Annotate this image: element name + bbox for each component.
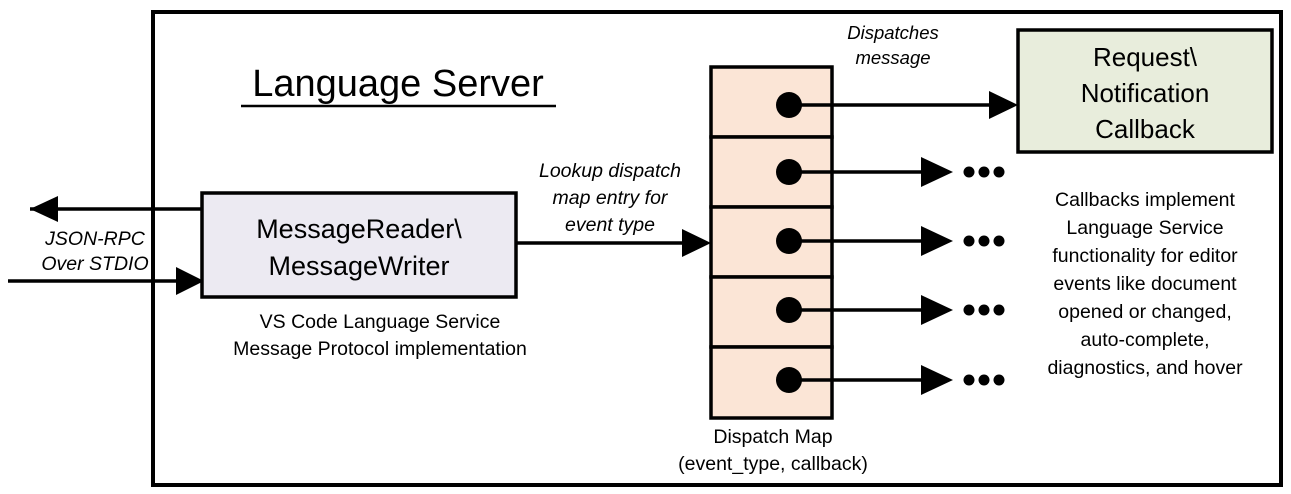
lookup-label-line1: Lookup dispatch <box>539 160 681 182</box>
dispatch-map-table[interactable] <box>709 65 834 420</box>
callback-caption-line-5: opened or changed, <box>1058 301 1231 323</box>
message-box-caption-line1: VS Code Language Service <box>260 311 501 333</box>
callback-caption-line-4: events like document <box>1053 273 1237 295</box>
message-box-label-line2: MessageWriter <box>268 251 449 281</box>
message-box-caption-line2: Message Protocol implementation <box>233 338 527 360</box>
json-rpc-label-line1: JSON-RPC <box>44 228 146 250</box>
callback-caption-line-7: diagnostics, and hover <box>1047 357 1243 379</box>
dispatch-map-caption-line1: Dispatch Map <box>713 426 832 448</box>
callback-caption-line-2: Language Service <box>1066 217 1223 239</box>
message-reader-writer-box[interactable] <box>200 191 518 299</box>
callback-caption-line-3: functionality for editor <box>1052 245 1238 267</box>
ellipsis-row-3 <box>963 235 1005 247</box>
language-server-frame <box>151 10 1283 487</box>
dispatch-map-row-1[interactable] <box>709 65 834 139</box>
arrow-row-2-out <box>789 157 953 187</box>
callback-box-label-line2: Notification <box>1081 78 1210 108</box>
callback-caption-line-1: Callbacks implement <box>1055 189 1235 211</box>
ellipsis-row-5 <box>963 374 1005 386</box>
message-box-label-line1: MessageReader\ <box>256 214 462 244</box>
dispatches-label-line2: message <box>855 47 930 68</box>
arrow-row-4-out <box>789 295 953 325</box>
arrow-row-3-out <box>789 226 953 256</box>
dispatch-map-row-4[interactable] <box>709 275 834 349</box>
arrow-right-inbound <box>8 267 204 295</box>
ellipsis-row-4 <box>963 304 1005 316</box>
ellipsis-row-2 <box>963 166 1005 178</box>
arrow-lookup-dispatch <box>516 229 711 257</box>
callback-box-label-line3: Callback <box>1095 114 1196 144</box>
lookup-label-line3: event type <box>565 214 655 236</box>
arrow-dispatches-message <box>789 91 1018 119</box>
dispatch-map-caption-line2: (event_type, callback) <box>678 453 868 475</box>
dispatches-label-line1: Dispatches <box>847 22 939 43</box>
lookup-label-line2: map entry for <box>553 187 669 209</box>
request-notification-callback-box[interactable] <box>1016 28 1274 154</box>
dispatch-map-row-5[interactable] <box>709 345 834 420</box>
arrow-left-outbound <box>30 196 202 222</box>
json-rpc-label-line2: Over STDIO <box>41 253 148 275</box>
callback-caption-line-6: auto-complete, <box>1081 329 1210 351</box>
arrow-row-5-out <box>789 365 953 395</box>
callback-box-label-line1: Request\ <box>1093 42 1198 72</box>
page-title: Language Server <box>252 63 544 105</box>
